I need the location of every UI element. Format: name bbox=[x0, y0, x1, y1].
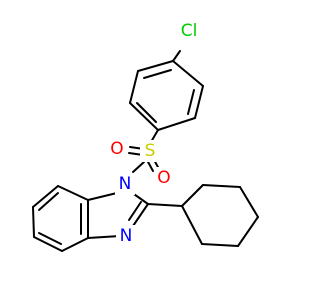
bond-c4-c3a bbox=[61, 237, 89, 252]
bond-cy-3 bbox=[239, 186, 259, 218]
bond-ring-a-3 bbox=[157, 117, 196, 131]
bond-cy-5 bbox=[201, 243, 239, 247]
bond-c2-cy bbox=[147, 203, 183, 207]
bond-cy-6 bbox=[181, 205, 203, 245]
bond-cl-c bbox=[172, 50, 181, 62]
bond-ring-a-1 bbox=[172, 60, 204, 87]
oxygen-atom-label-left: O bbox=[110, 139, 123, 159]
structure-canvas: Cl S O O N N bbox=[32, 20, 259, 252]
chlorophenyl-ring bbox=[129, 50, 204, 131]
bond-n3-c3a bbox=[87, 235, 121, 239]
sulfur-atom-label: S bbox=[145, 141, 156, 161]
bond-benzo-inner-2 bbox=[38, 192, 59, 211]
bond-ring-a-5 bbox=[129, 70, 139, 104]
nitrogen-atom-label-n3: N bbox=[120, 226, 133, 246]
bond-c7-c6 bbox=[32, 185, 59, 208]
bond-s-n1 bbox=[132, 161, 145, 173]
atom-labels: Cl S O O N N bbox=[107, 20, 203, 247]
bond-c2-n3-inner bbox=[128, 201, 142, 221]
chlorine-atom-label: Cl bbox=[181, 21, 198, 41]
cyclohexyl-ring bbox=[147, 184, 259, 247]
bond-benzo-inner-3 bbox=[38, 232, 62, 245]
bond-ring-a-4 bbox=[129, 102, 159, 131]
benzimidazole-core bbox=[32, 185, 149, 252]
bond-c2-n3 bbox=[132, 203, 149, 227]
bond-cy-1 bbox=[181, 184, 204, 207]
bond-cy-4 bbox=[237, 216, 259, 247]
bond-ring-a-inner-2 bbox=[136, 102, 157, 123]
oxygen-atom-label-bottom: O bbox=[157, 168, 170, 188]
bond-ring-a-2 bbox=[194, 85, 204, 119]
bond-c6-c5 bbox=[32, 206, 35, 238]
bond-c5-c4 bbox=[33, 236, 63, 252]
bond-cy-2 bbox=[202, 184, 241, 188]
bond-ring-a-inner-3 bbox=[143, 69, 172, 79]
bond-ring-a-6 bbox=[137, 60, 174, 72]
molecule-structure: Cl S O O N N bbox=[32, 20, 259, 252]
nitrogen-atom-label-n1: N bbox=[119, 174, 132, 194]
bond-c7a-c7 bbox=[57, 185, 89, 201]
bond-ring-a-inner-1 bbox=[187, 89, 195, 115]
